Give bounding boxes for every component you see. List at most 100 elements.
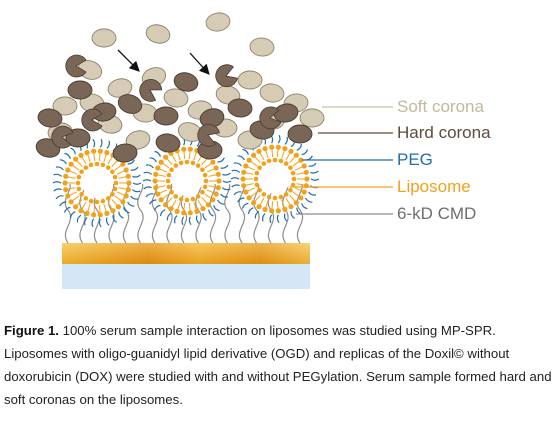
peg-chain	[53, 173, 63, 177]
lipid-head	[79, 169, 84, 175]
peg-chain	[106, 140, 110, 149]
notched-protein	[51, 125, 74, 149]
peg-chain	[166, 212, 172, 221]
lipid-head	[158, 159, 164, 165]
lipid-head	[257, 165, 262, 171]
hard-corona-protein	[37, 108, 63, 128]
lipid-head	[262, 146, 268, 152]
hard-corona-protein	[173, 72, 199, 92]
hard-corona-protein	[227, 98, 253, 118]
figure-caption: Figure 1. 100% serum sample interaction …	[4, 319, 552, 411]
lipid-head	[272, 195, 278, 201]
lipid-head	[288, 148, 294, 154]
lipid-head	[166, 172, 172, 178]
liposomes	[52, 134, 320, 228]
peg-chain	[143, 186, 152, 190]
lipid-head	[120, 199, 126, 205]
lipid-head	[246, 195, 252, 201]
lipid-head	[125, 173, 131, 179]
peg-chain	[217, 157, 225, 163]
lipid-head	[269, 208, 275, 214]
peg-chain	[220, 193, 229, 198]
peg-chain	[64, 152, 71, 159]
soft-corona-protein	[91, 28, 117, 48]
lipid-head	[68, 161, 74, 167]
peg-chain	[118, 211, 124, 219]
peg-chain	[70, 147, 76, 155]
peg-chain	[132, 174, 141, 178]
lipid-head	[178, 160, 184, 166]
peg-chain	[301, 149, 309, 156]
notched-protein	[259, 106, 282, 130]
liposome-core	[82, 168, 112, 198]
lipid-head	[288, 165, 293, 171]
cmd-chain	[137, 183, 144, 244]
lipid-head	[97, 148, 103, 154]
lipid-head	[210, 197, 216, 203]
soft-corona-protein	[125, 130, 151, 150]
corona-diagram	[35, 12, 393, 289]
peg-chain	[310, 178, 320, 181]
soft-corona-protein	[52, 96, 78, 116]
label-cmd: 6-kD CMD	[397, 204, 477, 223]
lipid-head	[110, 208, 116, 214]
lipid-head	[216, 178, 222, 184]
lipid-head	[110, 191, 115, 197]
hard-corona-protein	[273, 103, 299, 123]
lipid-head	[76, 174, 82, 180]
cmd-chain	[122, 183, 130, 244]
lipid-head	[251, 200, 257, 206]
lipid-head	[83, 165, 89, 170]
peg-chain	[301, 203, 308, 210]
lipid-head	[112, 174, 118, 180]
lipid-head	[153, 171, 159, 177]
peg-chain	[145, 193, 154, 198]
lipid-head	[88, 162, 94, 168]
peg-chain	[84, 217, 88, 226]
peg-chain	[208, 209, 214, 217]
lipid-head	[262, 206, 268, 212]
cmd-chain	[224, 183, 231, 244]
lipid-head	[246, 157, 252, 163]
lipid-head	[254, 182, 260, 188]
peg-chain	[283, 213, 288, 222]
lipid-head	[94, 161, 100, 167]
lipid-head	[181, 210, 187, 216]
lipid-head	[283, 161, 289, 166]
lipid-head	[152, 178, 158, 184]
lipid-head	[213, 165, 219, 171]
peg-chain	[296, 143, 303, 151]
peg-chain	[247, 207, 254, 215]
lipid-head	[155, 165, 161, 171]
caption-text: 100% serum sample interaction on liposom…	[4, 323, 552, 407]
peg-chain	[213, 205, 220, 212]
liposome-core	[260, 164, 290, 194]
lipid-head	[303, 169, 309, 175]
lipid-head	[240, 176, 246, 182]
lipid-head	[169, 189, 174, 195]
arrow-2	[189, 52, 210, 75]
lipid-head	[269, 144, 275, 150]
lipid-head	[173, 163, 179, 168]
lipid-head	[105, 165, 111, 170]
lipid-head	[278, 158, 284, 164]
peg-chain	[221, 187, 231, 191]
peg-chain	[142, 179, 152, 182]
lipid-head	[210, 159, 216, 165]
lipid-head	[91, 212, 97, 218]
lipid-head	[290, 170, 296, 176]
peg-chain	[76, 214, 82, 223]
lipid-head	[65, 193, 71, 199]
peg-chain	[277, 134, 281, 144]
lipid-head	[278, 194, 284, 200]
peg-chain	[69, 211, 76, 219]
peg-chain	[112, 215, 117, 223]
peg-chain	[276, 214, 280, 224]
lipid-head	[195, 194, 201, 199]
peg-chain	[99, 138, 103, 148]
soft-corona-protein	[145, 24, 171, 44]
peg-chain	[105, 217, 110, 226]
cmd-chain	[64, 183, 72, 244]
caption-title: Figure 1.	[4, 323, 59, 338]
peg-chain	[130, 166, 139, 171]
